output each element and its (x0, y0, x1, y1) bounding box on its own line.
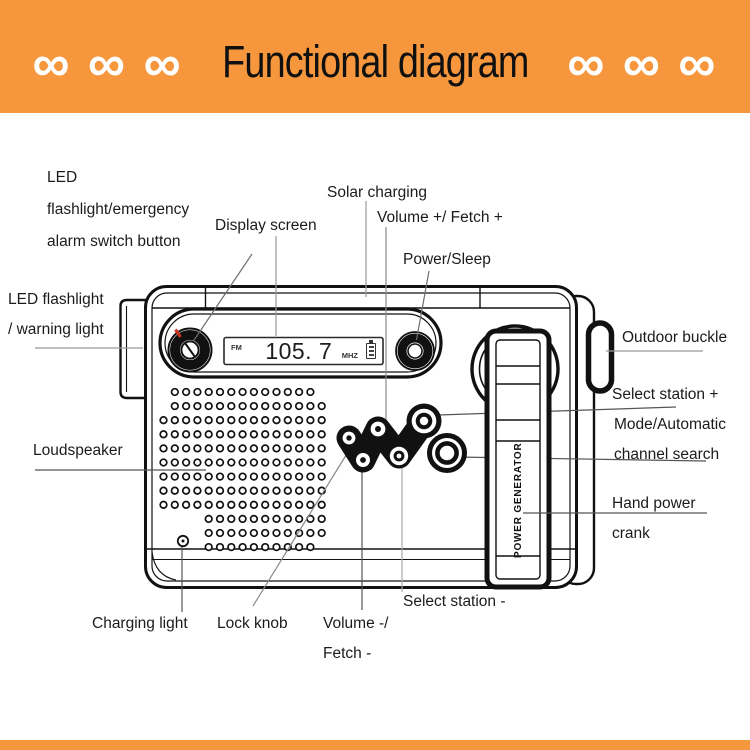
infinity-ornament-left: ∞ ∞ ∞ (32, 34, 183, 93)
small-knob (342, 431, 356, 445)
label-volume-minus-1: Volume -/ (323, 615, 389, 632)
lock-knob (356, 453, 370, 467)
label-led-button-2: flashlight/emergency (47, 201, 190, 218)
outdoor-buckle (585, 320, 615, 394)
label-charging-light: Charging light (92, 615, 188, 632)
label-hand-power-2: crank (612, 525, 650, 542)
alarm-red-mark (174, 328, 182, 338)
label-led-button-1: LED (47, 169, 78, 186)
label-led-button-3: alarm switch button (47, 233, 181, 250)
infinity-ornament-right: ∞ ∞ ∞ (567, 34, 718, 93)
label-select-station-minus: Select station - (403, 593, 506, 610)
footer-banner (0, 740, 750, 750)
frequency-unit: MHZ (341, 351, 358, 360)
label-volume-plus: Volume +/ Fetch + (377, 209, 503, 226)
label-lock-knob: Lock knob (217, 615, 288, 632)
label-outdoor-buckle: Outdoor buckle (622, 329, 728, 346)
alarm-switch-button (167, 327, 213, 373)
label-volume-minus-2: Fetch - (323, 645, 372, 662)
control-button-cluster (336, 403, 467, 473)
page-title: Functional diagram (221, 36, 529, 87)
display-screen-frame (223, 336, 384, 366)
loudspeaker-grill (159, 387, 326, 552)
label-led-flashlight-1: LED flashlight (8, 291, 104, 308)
flashlight-housing (119, 298, 148, 400)
battery-icon (366, 340, 376, 359)
label-mode-2: channel search (614, 446, 720, 463)
charging-light (176, 534, 190, 548)
power-sleep-button (395, 331, 435, 371)
volume-minus-button (389, 446, 409, 466)
label-loudspeaker: Loudspeaker (33, 442, 123, 459)
label-led-flashlight-2: / warning light (8, 321, 104, 338)
crank-generator-text: POWER GENERATOR (513, 442, 524, 558)
frequency-readout: 105. 7 (265, 337, 333, 364)
label-solar-charging: Solar charging (327, 184, 427, 201)
band-indicator: FM (231, 342, 242, 352)
label-display-screen: Display screen (215, 217, 317, 234)
label-select-station-plus: Select station + (612, 386, 719, 403)
label-hand-power-1: Hand power (612, 495, 696, 512)
hand-crank: POWER GENERATOR (470, 324, 560, 590)
header-banner: ∞ ∞ ∞ Functional diagram ∞ ∞ ∞ (0, 0, 750, 113)
mode-button (406, 403, 442, 439)
select-station-minus-button (427, 433, 467, 473)
volume-plus-button (370, 421, 386, 437)
label-power-sleep: Power/Sleep (403, 251, 491, 268)
display-screen: FM 105. 7 MHZ (224, 337, 383, 365)
label-mode-1: Mode/Automatic (614, 416, 726, 433)
